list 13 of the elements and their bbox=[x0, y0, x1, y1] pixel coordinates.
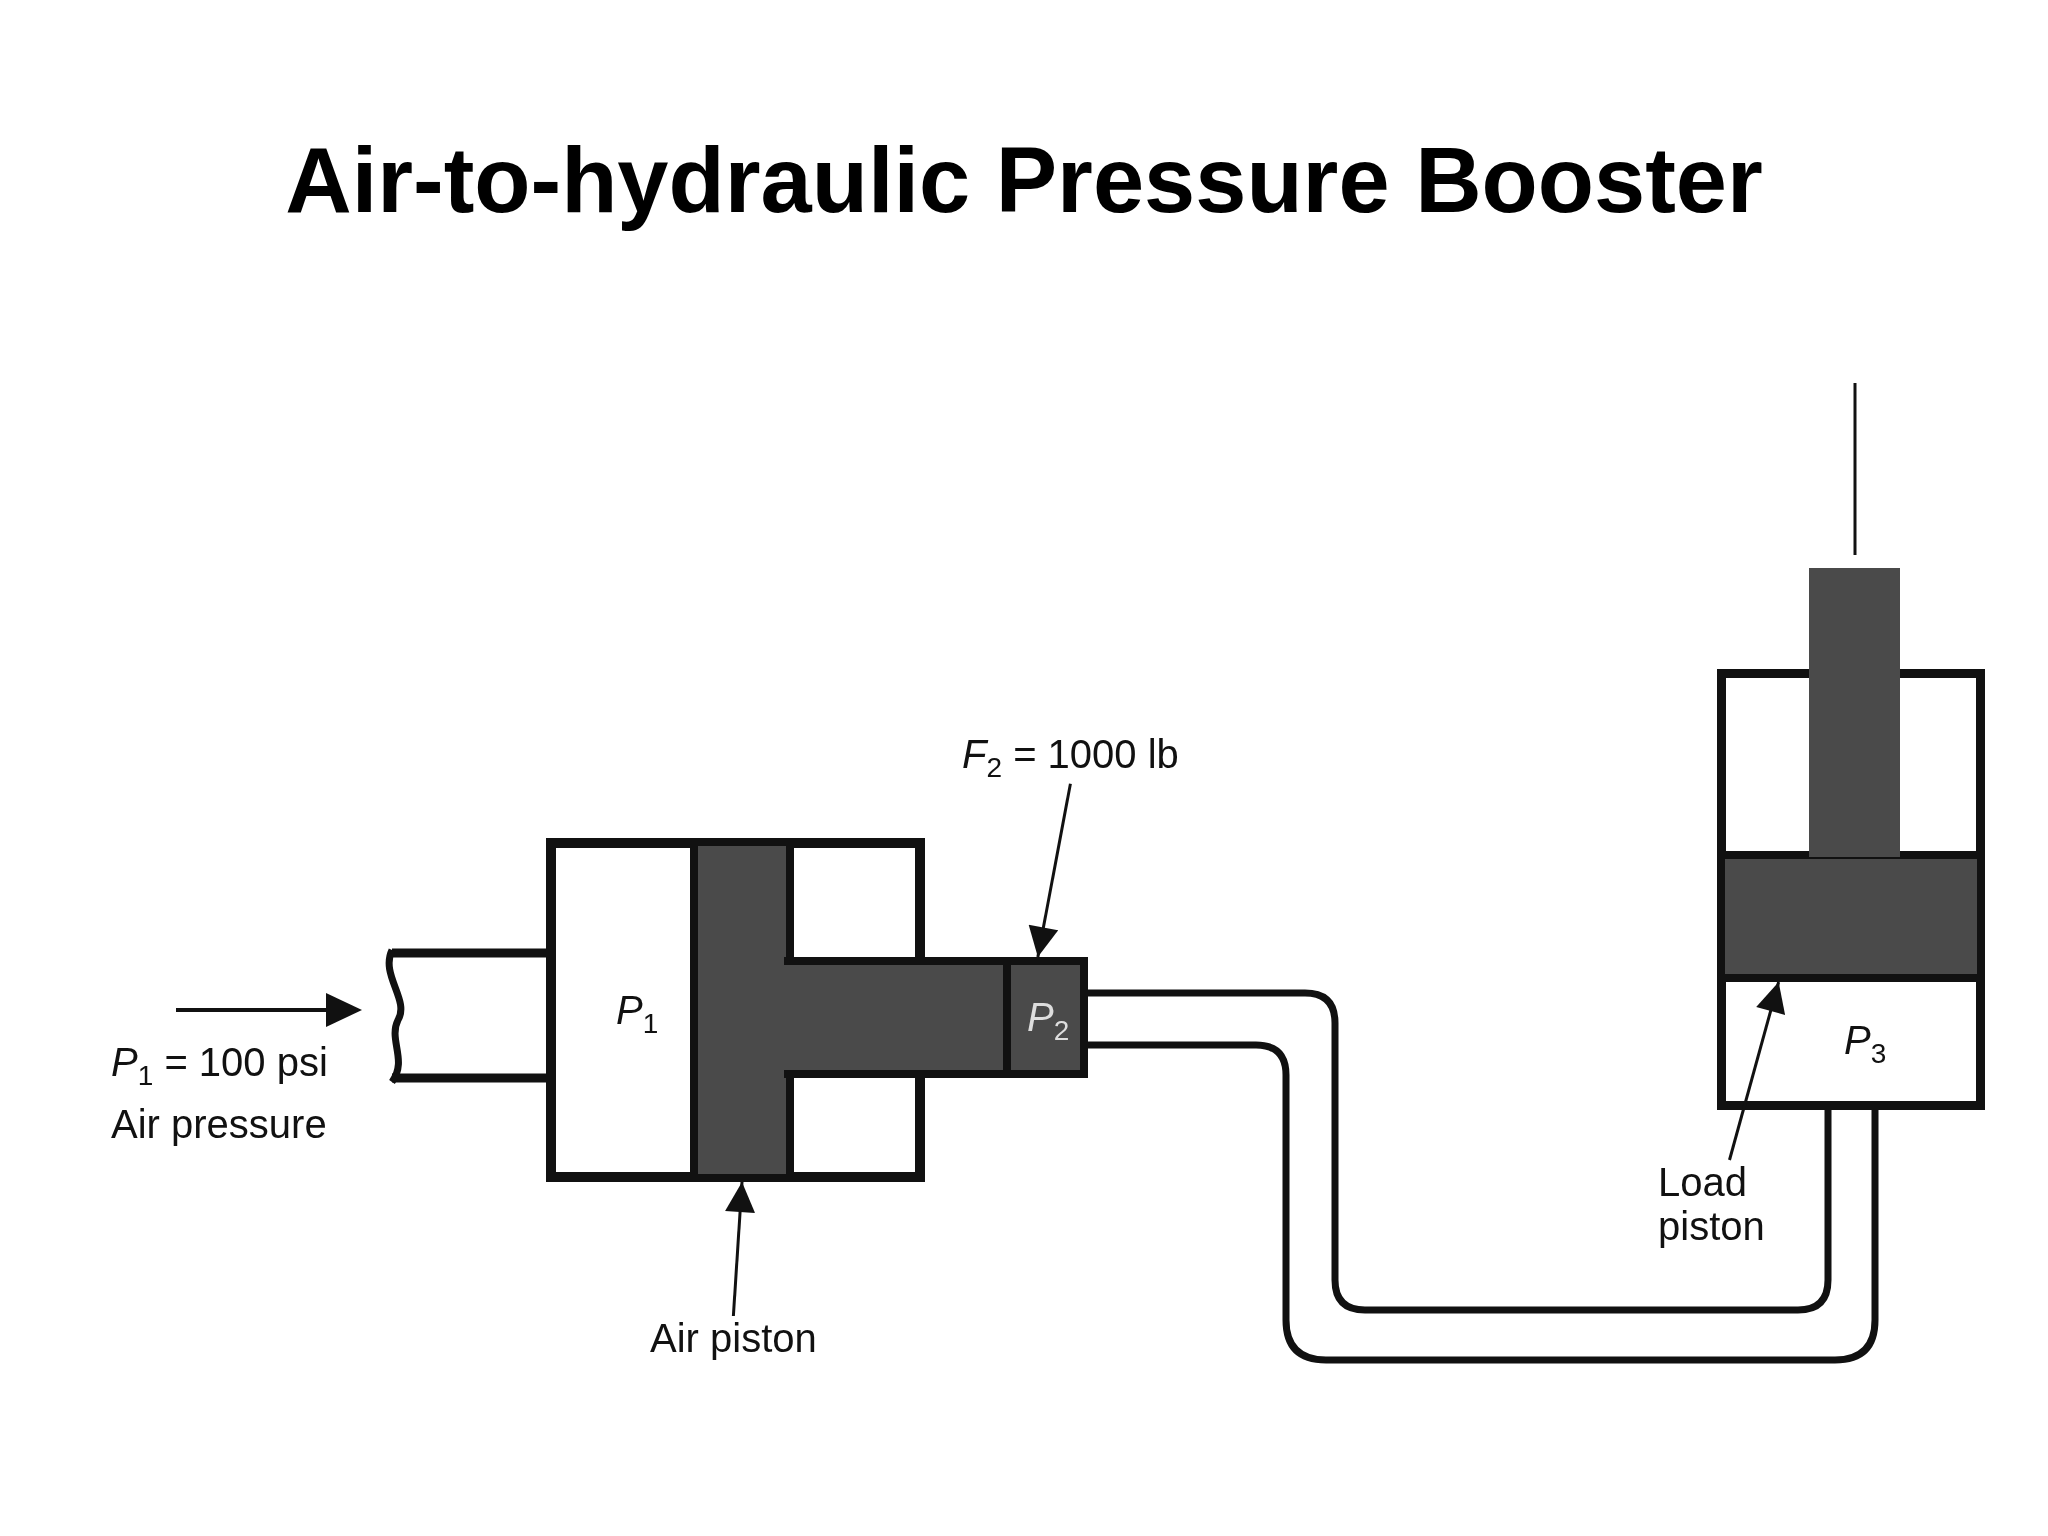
pressure-symbol: P$_{2}$ bbox=[1027, 995, 1070, 1047]
pressure-symbol: P$_{3}$ bbox=[1844, 1018, 1887, 1070]
title: Air-to-hydraulic Pressure Booster bbox=[284, 128, 1764, 233]
load-piston-label: Load piston bbox=[1658, 1160, 1788, 1248]
leader-arrow bbox=[725, 1181, 756, 1317]
pressure-label: P$_{1}$ = 100 psi bbox=[111, 1040, 328, 1092]
leader-arrow bbox=[1728, 981, 1786, 1161]
piston-rod bbox=[1809, 568, 1900, 857]
force-label: F$_{2}$ = 1000 lb bbox=[962, 732, 1179, 784]
pressure-label: Air pressure bbox=[111, 1102, 327, 1146]
leader-arrow bbox=[1028, 783, 1072, 958]
pressure-symbol: P$_{1}$ bbox=[616, 988, 659, 1040]
air-piston-label: Air piston bbox=[650, 1316, 817, 1360]
